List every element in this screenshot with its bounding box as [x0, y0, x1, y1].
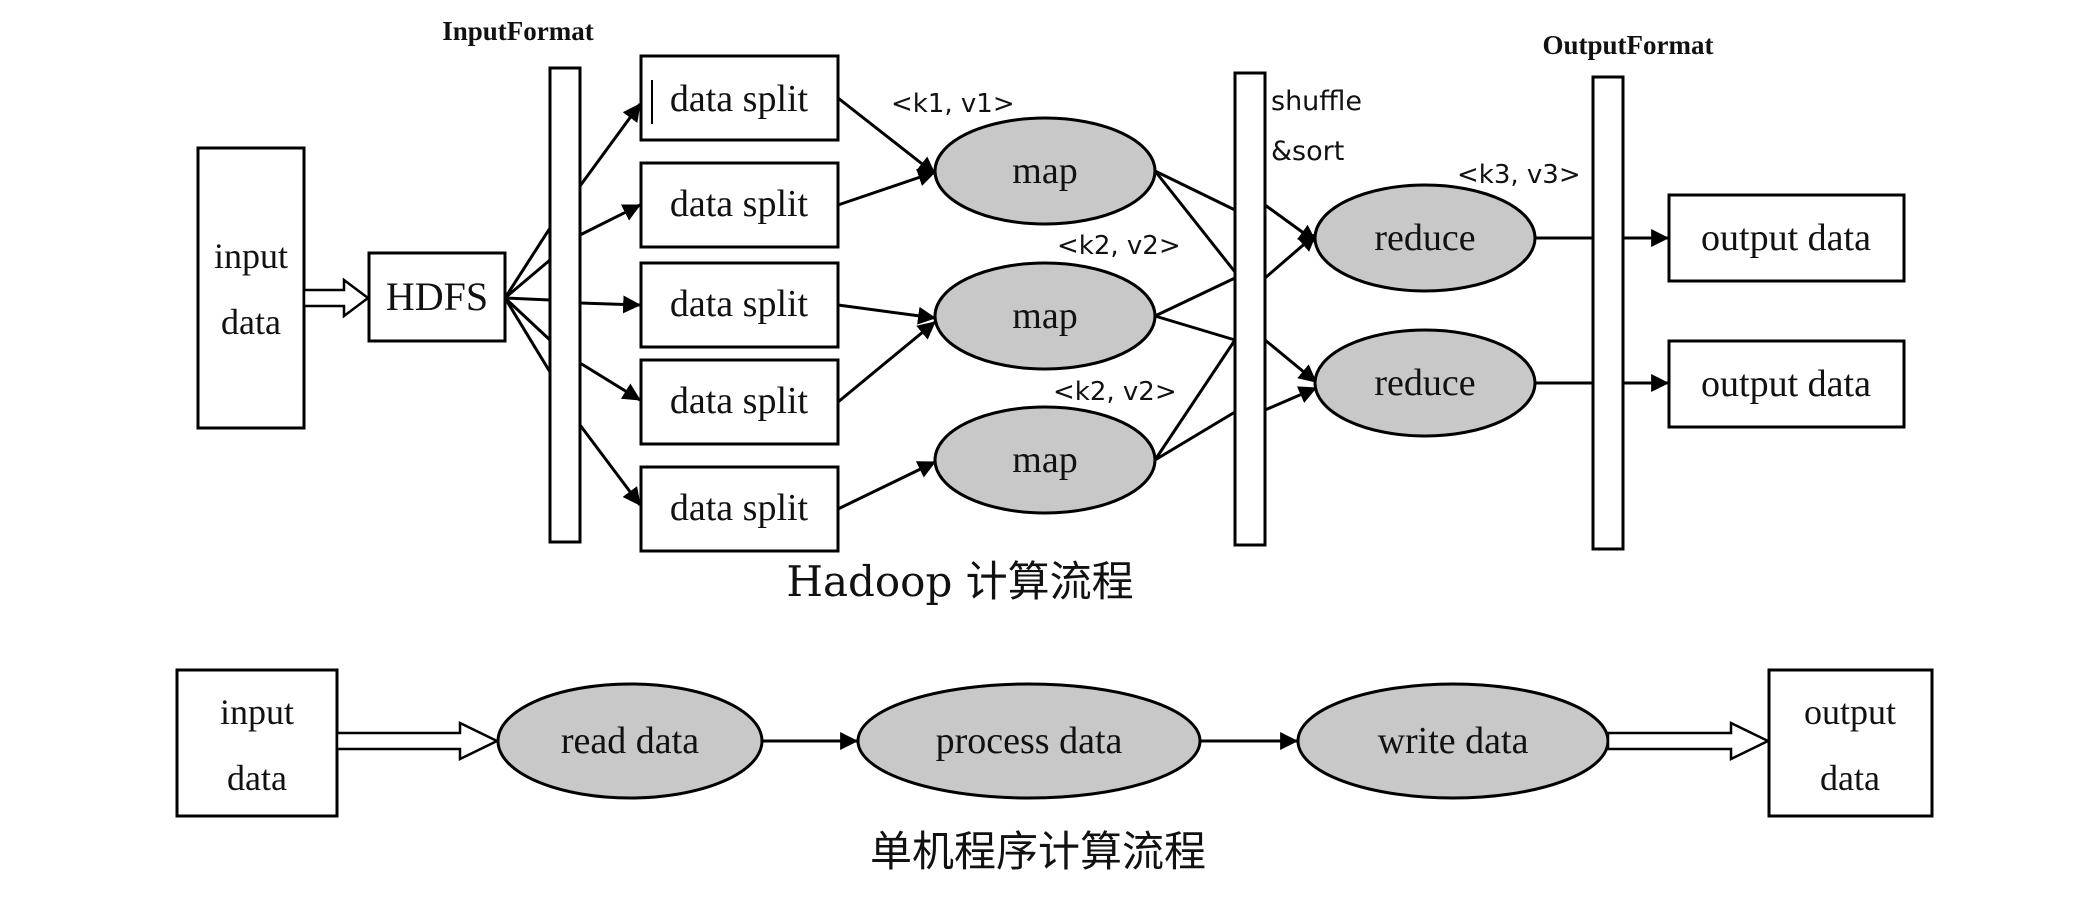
process-data-label: process data [936, 720, 1123, 762]
hdfs-box: HDFS [367, 251, 507, 343]
single-output-label-line2: data [1820, 758, 1880, 798]
reduce-label: reduce [1374, 217, 1475, 259]
data-split-label: data split [670, 487, 809, 529]
output-data-label: output data [1701, 363, 1871, 405]
map-node: map [933, 261, 1157, 371]
single-machine-flow: input data read data process data write … [175, 668, 1934, 876]
input-format-to-split-arrows [578, 103, 642, 506]
data-split-label: data split [670, 283, 809, 325]
single-output-label-line1: output [1804, 692, 1896, 732]
shuffle-sort-bar: shuffle &sort [1233, 71, 1362, 547]
data-split-label: data split [670, 183, 809, 225]
shuffle-label-line2: &sort [1271, 136, 1344, 167]
map-node: map [933, 405, 1157, 515]
hdfs-label: HDFS [386, 274, 488, 319]
hadoop-flow: input data HDFS InputFormat [196, 16, 1906, 606]
output-data-box: output data [1667, 339, 1906, 429]
single-caption: 单机程序计算流程 [870, 827, 1206, 876]
output-data-box: output data [1667, 193, 1906, 283]
reduce-to-output-format-lines [1535, 236, 1593, 385]
data-split-box: data split [639, 261, 840, 349]
single-input-label-line2: data [227, 758, 287, 798]
data-split-box: data split [639, 358, 840, 446]
map-label: map [1012, 439, 1077, 481]
data-split-box: data split [639, 161, 840, 249]
reduce-node: reduce [1313, 183, 1537, 293]
shuffle-label-line1: shuffle [1271, 86, 1362, 117]
map-to-shuffle-lines [1153, 169, 1237, 462]
single-output-data-box: output data [1767, 668, 1934, 818]
shuffle-to-reduce-arrows [1264, 203, 1318, 412]
map-node: map [933, 116, 1157, 226]
split-to-map-arrows [837, 96, 937, 511]
hadoop-input-data-box: input data [196, 146, 306, 430]
data-split-label: data split [670, 78, 809, 120]
reduce-label: reduce [1374, 362, 1475, 404]
write-data-node: write data [1296, 682, 1610, 800]
data-split-box: data split [639, 54, 840, 142]
read-data-label: read data [561, 720, 699, 762]
data-split-box: data split [639, 465, 840, 553]
hollow-arrow-write-to-output [1606, 721, 1771, 761]
map-label: map [1012, 295, 1077, 337]
kv-k2-v2-upper-label: <k2, v2> [1057, 231, 1181, 261]
data-split-label: data split [670, 380, 809, 422]
kv-k1-v1-label: <k1, v1> [891, 89, 1015, 119]
hadoop-input-label-line2: data [221, 302, 281, 342]
hollow-arrow-input-to-hdfs [302, 277, 371, 319]
reduce-node: reduce [1313, 328, 1537, 438]
output-data-label: output data [1701, 217, 1871, 259]
output-format-label: OutputFormat [1543, 30, 1714, 60]
hadoop-caption: Hadoop 计算流程 [786, 557, 1133, 606]
input-format-label: InputFormat [442, 16, 594, 46]
write-data-label: write data [1378, 720, 1529, 762]
map-label: map [1012, 150, 1077, 192]
hdfs-fan-lines [503, 227, 552, 373]
kv-k2-v2-lower-label: <k2, v2> [1053, 377, 1177, 407]
output-format-bar: OutputFormat [1543, 30, 1714, 551]
single-input-label-line1: input [220, 692, 294, 732]
single-input-data-box: input data [175, 668, 339, 818]
hadoop-input-label-line1: input [214, 236, 288, 276]
input-format-bar: InputFormat [442, 16, 594, 544]
output-format-to-output-arrows [1623, 229, 1670, 392]
kv-k3-v3-label: <k3, v3> [1457, 160, 1581, 190]
hollow-arrow-input-to-read [335, 721, 500, 761]
process-data-node: process data [856, 682, 1202, 800]
read-data-node: read data [496, 682, 764, 800]
